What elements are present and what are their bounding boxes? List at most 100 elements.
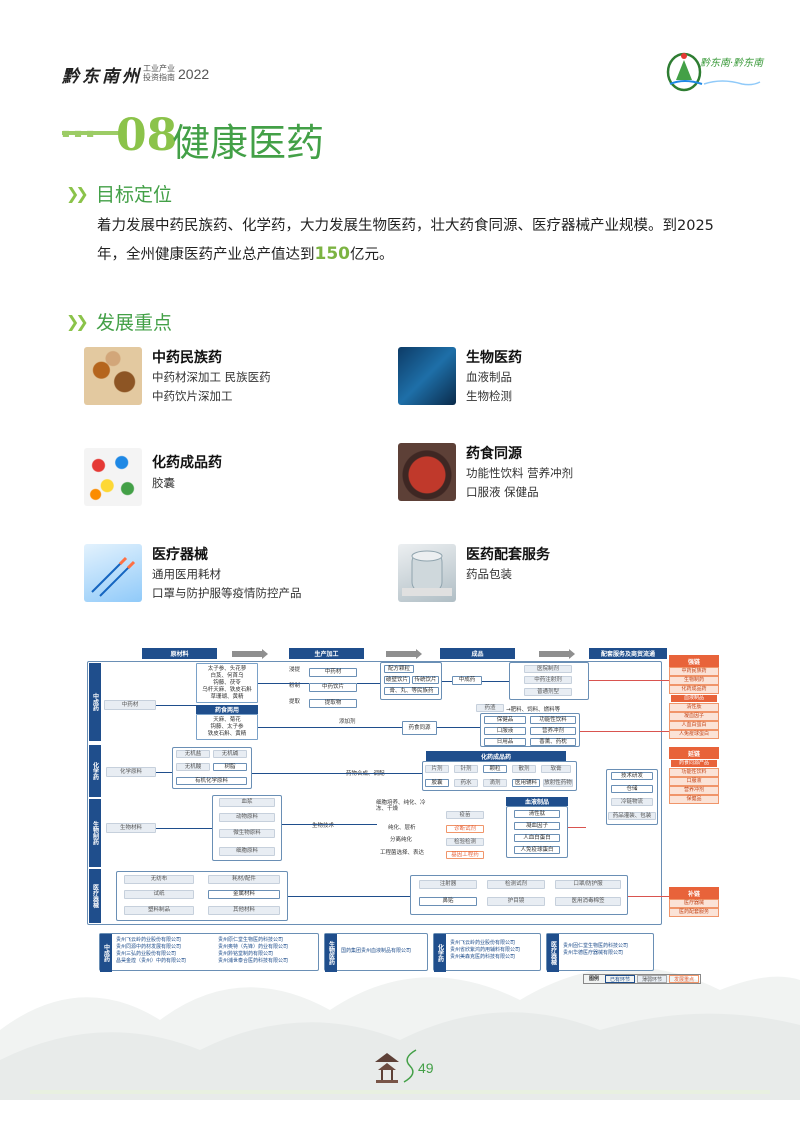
chem-item: 颗粒 [483, 765, 507, 773]
stage-arrow [386, 649, 422, 659]
process-label: 粉制 [289, 683, 301, 689]
food-item: 日用品 [484, 738, 526, 746]
highlight-line [580, 731, 669, 732]
stage-header-process: 生产加工 [289, 648, 364, 659]
firms-device: 医疗器械 贵州固仁堂生物医药科技公司贵州华德医疗器械有限公司 [546, 933, 654, 972]
device-output: 口罩/防护服 [555, 880, 621, 889]
connector-line [156, 828, 212, 829]
chem-input: 有机化学原料 [176, 777, 247, 785]
packaging-image [398, 544, 456, 602]
service-item: 冷链物流 [611, 798, 653, 806]
device-output-group [410, 875, 628, 915]
connector-line [156, 705, 196, 706]
bio-output: 疫苗 [446, 811, 484, 819]
focus-item-food: 药食同源 功能性饮料 营养冲剂 口服液 保健品 [398, 443, 698, 503]
chem-item: 胶囊 [425, 779, 449, 787]
device-input: 其他材料 [208, 906, 280, 915]
industry-chain-diagram: 原材料 生产加工 成品 配套服务及商贸流通 中成药 化学药 生物制药 医疗器械 … [84, 643, 734, 988]
tcm-product: 传统饮片 [412, 676, 439, 684]
tcm-herbs-top: 太子参、头花蓼 白芨、何首乌 钩藤、茯苓 乌杆天麻、铁皮石斛 草珊瑚、黄精 [196, 663, 258, 703]
focus-item-bio: 生物医药 血液制品 生物检测 [398, 347, 698, 407]
bio-output: 基因工程药 [446, 851, 484, 859]
highlight-line [568, 827, 586, 828]
dna-image [398, 347, 456, 405]
chem-item: 散剂 [512, 765, 536, 773]
tcm-waste-output: →肥料、饲料、燃料等 [506, 707, 561, 713]
tcm-herbs-bottom: 天麻、菊花 钩藤、太子参 铁皮石斛、黄精 [196, 714, 258, 740]
bottom-bar [30, 1090, 770, 1094]
tcm-mid-box: 中药材 [309, 668, 357, 677]
device-input: 试纸 [124, 890, 194, 899]
goal-paragraph: 着力发展中药民族药、化学药，大力发展生物医药，壮大药食同源、医疗器械产业规模。到… [97, 218, 714, 264]
supplement-chain-panel: 补链 医疗器械 医药配套服务 [669, 887, 719, 917]
tcm-output: 普通剂型 [524, 688, 572, 696]
service-item: 仓储 [611, 785, 653, 793]
bio-input: 微生物原料 [219, 829, 275, 838]
bio-input: 血浆 [219, 798, 275, 807]
chem-source: 化学原料 [106, 767, 156, 777]
connector-line [288, 896, 410, 897]
goal-heading: ❯❯ 目标定位 [66, 184, 173, 206]
food-homology-box: 药食同源 [402, 721, 437, 735]
row-label-tcm: 中成药 [89, 663, 101, 741]
firms-chem: 化学药 贵州飞云岭药业股份有限公司贵州省欣紫鸿药用辅料有限公司贵州美森克医药科技… [433, 933, 541, 972]
header-subtitle: 工业产业投资指南 [143, 64, 175, 82]
chem-input: 无机盐 [176, 750, 210, 758]
focus-heading: ❯❯ 发展重点 [66, 312, 173, 334]
bio-step: 细胞培养、纯化、冷冻、干燥 [376, 800, 426, 812]
legend-focus: 发展重点 [669, 975, 700, 983]
chem-title: 化药成品药 [426, 751, 566, 761]
tcm-output: 中药注射剂 [524, 676, 572, 684]
chem-items-group [422, 761, 577, 791]
bio-step: 工程菌选择、表达 [380, 850, 425, 856]
connector-line [437, 727, 480, 728]
service-item: 技术研发 [611, 772, 653, 780]
tcm-dual-use-title: 药食两用 [196, 705, 258, 714]
stage-header-product: 成品 [440, 648, 515, 659]
connector-line [258, 727, 402, 728]
service-group [606, 769, 658, 825]
device-output: 检测试剂 [487, 880, 545, 889]
blood-group [506, 806, 568, 858]
chem-item: 软膏 [541, 765, 571, 773]
food-item: 口服液 [484, 727, 526, 735]
tcm-output-group [509, 662, 589, 700]
blood-item: 凝血因子 [514, 822, 560, 830]
food-item: 保健品 [484, 716, 526, 724]
legend: 图例 已有环节 薄弱环节 发展重点 [583, 974, 702, 984]
connector-line [156, 772, 172, 773]
focus-item-service: 医药配套服务 药品包装 [398, 544, 698, 604]
double-chevron-icon: ❯❯ [66, 184, 89, 203]
stage-arrow [539, 649, 575, 659]
blood-item: 清性肽 [514, 810, 560, 818]
tcm-chengyao: 中成药 [452, 676, 482, 685]
chem-item: 药水 [454, 779, 478, 787]
section-title: 健康医药 [172, 121, 325, 165]
tcm-waste: 药渣 [476, 704, 504, 712]
firms-tcm: 中成药 贵州飞云岭药业股份有限公司贵州同源中药材发展有限公司贵州三弘药业股份有限… [99, 933, 319, 972]
double-chevron-icon: ❯❯ [66, 312, 89, 331]
target-value: 150 [314, 244, 351, 264]
chain-frame [87, 661, 662, 925]
city-logo [666, 52, 761, 92]
connector-line [258, 683, 309, 684]
herbs-image [84, 347, 142, 405]
connector-line [252, 773, 422, 774]
connector-line [482, 681, 509, 682]
device-input: 塑料制品 [124, 906, 194, 915]
bio-process: 生物技术 [312, 823, 335, 829]
strong-chain-panel: 强链 中药民族药 生物制药 化药成品药 血液制品 清性肽 凝血因子 人血白蛋白 … [669, 655, 719, 739]
connector-line [282, 824, 377, 825]
bio-input: 动物原料 [219, 813, 275, 822]
food-item: 营养冲剂 [530, 727, 576, 735]
focus-item-tcm: 中药民族药 中药材深加工 民族医药 中药饮片深加工 [84, 347, 384, 407]
bio-step: 纯化、层析 [388, 825, 416, 831]
stage-arrow [232, 649, 268, 659]
logo-text: 黔东南·黔东南 [700, 58, 764, 69]
bio-step: 分离纯化 [390, 837, 413, 843]
device-output: 医用消毒棉签 [555, 897, 621, 906]
process-label: 浸提 [289, 667, 301, 673]
connector-line [442, 681, 452, 682]
process-label: 提取 [289, 699, 301, 705]
focus-item-chem: 化药成品药 胶囊 [84, 448, 384, 508]
